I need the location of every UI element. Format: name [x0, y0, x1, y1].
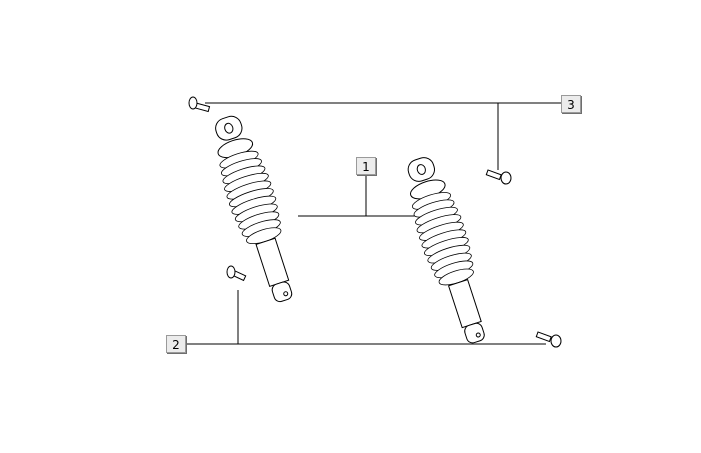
leader-lines-1	[298, 175, 432, 217]
leader-lines-3	[205, 102, 561, 170]
callout-1[interactable]: 1	[356, 157, 376, 175]
bolt-top-left	[188, 96, 211, 113]
shock-absorber-right	[407, 157, 485, 344]
callout-3[interactable]: 3	[561, 95, 581, 113]
callout-2[interactable]: 2	[166, 335, 186, 353]
bolt-lower-left	[226, 265, 247, 282]
shock-absorber-left	[215, 115, 293, 303]
leader-lines-2	[186, 290, 546, 345]
bolt-upper-right	[485, 169, 512, 185]
bolt-lower-right	[535, 331, 562, 348]
